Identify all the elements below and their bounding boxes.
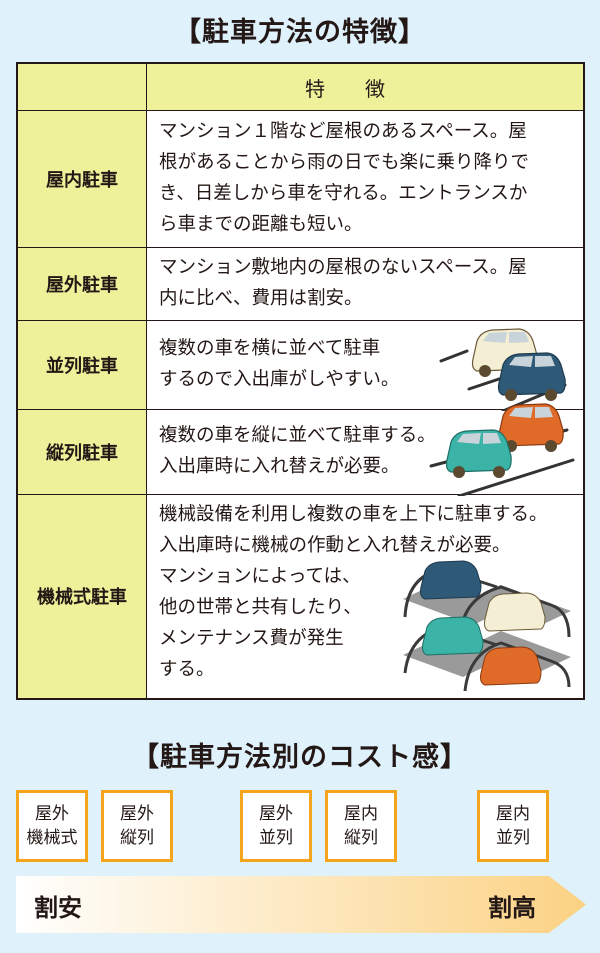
description-line: マンション敷地内の屋根のないスペース。屋 xyxy=(159,257,527,278)
tandem-cars-icon xyxy=(429,403,575,496)
description-line: 複数の車を縦に並べて駐車する。 xyxy=(159,425,436,446)
table-row: 並列駐車 複数の車を横に並べて駐車 するので入出庫がしやすい。 xyxy=(16,320,585,411)
row-description: マンション敷地内の屋根のないスペース。屋 内に比べ、費用は割安。 xyxy=(146,247,585,321)
table-row: 屋内駐車 マンション１階など屋根のあるスペース。屋 根があることから雨の日でも楽… xyxy=(16,110,585,248)
row-label: 機械式駐車 xyxy=(16,494,147,699)
description-line: き、日差しから車を守れる。エントランスか xyxy=(159,183,528,204)
table-header-row: 特徴 xyxy=(16,62,585,111)
cost-box-line: 機械式 xyxy=(26,828,78,848)
description-line: 入出庫時に入れ替えが必要。 xyxy=(159,456,400,477)
cost-box-line: 縦列 xyxy=(344,828,378,848)
cost-box-line: 並列 xyxy=(496,828,530,848)
description-line: 複数の車を横に並べて駐車 xyxy=(159,338,381,359)
side-by-side-cars-icon xyxy=(439,328,567,411)
row-label: 並列駐車 xyxy=(16,320,147,410)
row-description: マンション１階など屋根のあるスペース。屋 根があることから雨の日でも楽に乗り降り… xyxy=(146,110,585,248)
cost-box-indoor-parallel: 屋内並列 xyxy=(477,790,549,862)
features-title: 【駐車方法の特徴】 xyxy=(174,17,426,48)
header-blank-cell xyxy=(16,62,147,111)
row-label: 屋内駐車 xyxy=(16,110,147,248)
description-line: ら車までの距離も短い。 xyxy=(159,214,363,235)
table-row: 縦列駐車 複数の車を縦に並べて駐車する。 入出庫時に入れ替えが必要。 xyxy=(16,403,585,496)
cost-title: 【駐車方法別のコスト感】 xyxy=(132,742,468,773)
cost-box-outdoor-tandem: 屋外縦列 xyxy=(101,790,173,862)
description-line: 根があることから雨の日でも楽に乗り降りで xyxy=(159,152,530,173)
scale-low-label: 割安 xyxy=(34,894,82,922)
description-line: 機械設備を利用し複数の車を上下に駐車する。 xyxy=(159,504,548,525)
description-line: マンションによっては、 xyxy=(159,566,361,587)
description-line: するので入出庫がしやすい。 xyxy=(159,369,400,390)
description-line: メンテナンス費が発生 xyxy=(159,628,344,649)
cost-box-indoor-tandem: 屋内縦列 xyxy=(325,790,397,862)
description-line: 内に比べ、費用は割安。 xyxy=(159,288,363,309)
description-line: 入出庫時に機械の作動と入れ替えが必要。 xyxy=(159,535,511,556)
parking-features-table: 特徴 屋内駐車 マンション１階など屋根のあるスペース。屋 根があることから雨の日… xyxy=(16,62,585,700)
row-description: 複数の車を縦に並べて駐車する。 入出庫時に入れ替えが必要。 xyxy=(146,403,585,496)
row-description: 複数の車を横に並べて駐車 するので入出庫がしやすい。 xyxy=(146,320,585,411)
description-line: する。 xyxy=(159,659,215,680)
row-description: 機械設備を利用し複数の車を上下に駐車する。 入出庫時に機械の作動と入れ替えが必要… xyxy=(146,494,585,699)
cost-box-outdoor-parallel: 屋外並列 xyxy=(240,790,312,862)
cost-box-line: 屋内 xyxy=(496,804,530,824)
description-line: 他の世帯と共有したり、 xyxy=(159,597,362,618)
row-label: 屋外駐車 xyxy=(16,247,147,321)
cost-box-line: 並列 xyxy=(259,828,293,848)
cost-box-line: 屋外 xyxy=(259,804,293,824)
scale-high-label: 割高 xyxy=(488,894,536,922)
cost-scale-arrow-icon xyxy=(16,876,586,933)
cost-box-line: 縦列 xyxy=(120,828,154,848)
cost-box-line: 屋外 xyxy=(120,804,154,824)
table-row: 機械式駐車 機械設備を利用し複数の車を上下に駐車する。 入出庫時に機械の作動と入… xyxy=(16,494,585,699)
cost-box-line: 屋外 xyxy=(35,804,69,824)
row-label: 縦列駐車 xyxy=(16,409,147,495)
header-features-cell: 特徴 xyxy=(146,62,585,111)
mechanical-parking-icon xyxy=(403,560,571,692)
table-row: 屋外駐車 マンション敷地内の屋根のないスペース。屋 内に比べ、費用は割安。 xyxy=(16,247,585,321)
description-line: マンション１階など屋根のあるスペース。屋 xyxy=(159,121,527,142)
cost-box-outdoor-mechanical: 屋外機械式 xyxy=(16,790,88,862)
cost-box-line: 屋内 xyxy=(344,804,378,824)
